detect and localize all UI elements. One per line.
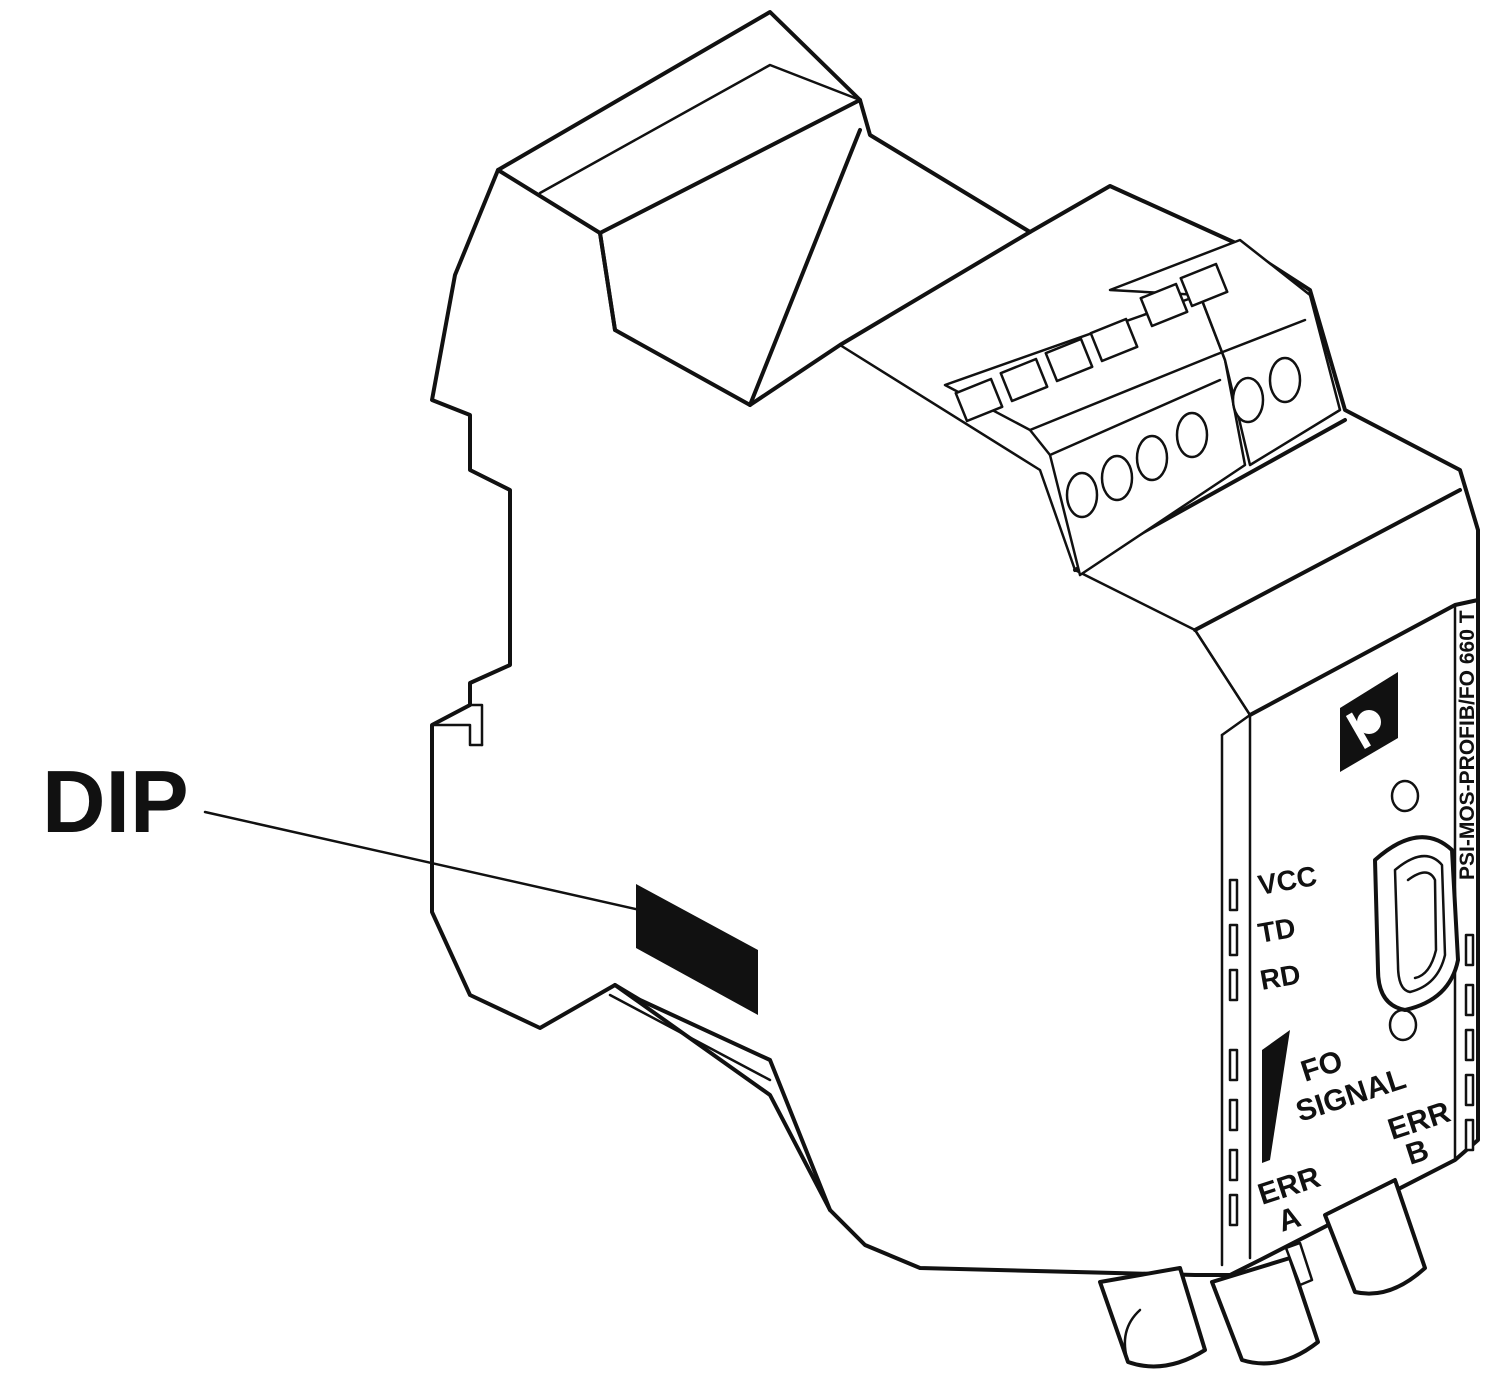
fiber-connector-a xyxy=(1098,1266,1207,1369)
fiber-connectors xyxy=(1098,1178,1427,1369)
fiber-connector-b xyxy=(1323,1178,1427,1296)
wire-holes-right xyxy=(1231,356,1302,424)
led-label-td: TD xyxy=(1256,912,1298,949)
service-port xyxy=(1373,835,1460,1012)
ventilation-slots-right xyxy=(1464,933,1475,1152)
mounting-screw-bottom xyxy=(1388,1008,1418,1042)
dip-callout: DIP xyxy=(42,752,758,1015)
front-panel: PSI-MOS-PROFIB/FO 660 T VCC TD RD FO SIG… xyxy=(1228,610,1479,1239)
wire-holes-left xyxy=(1065,411,1209,519)
led-label-rd: RD xyxy=(1258,958,1303,996)
device-housing xyxy=(430,10,1480,1277)
terminal-block-right xyxy=(1108,238,1342,467)
model-label: PSI-MOS-PROFIB/FO 660 T xyxy=(1456,610,1479,880)
screw-openings-right xyxy=(1139,262,1229,328)
ventilation-slots-left xyxy=(1228,878,1239,1227)
terminal-block-left xyxy=(943,293,1247,577)
dip-switch-cover xyxy=(636,884,758,1015)
screw-openings-left xyxy=(954,317,1139,423)
callout-leader-line xyxy=(203,810,642,912)
dip-label: DIP xyxy=(42,752,189,851)
mounting-screw-top xyxy=(1390,779,1420,813)
logo-icon xyxy=(1340,672,1398,772)
signal-bargraph-icon xyxy=(1262,1030,1290,1163)
fiber-connector-a2 xyxy=(1210,1241,1320,1366)
